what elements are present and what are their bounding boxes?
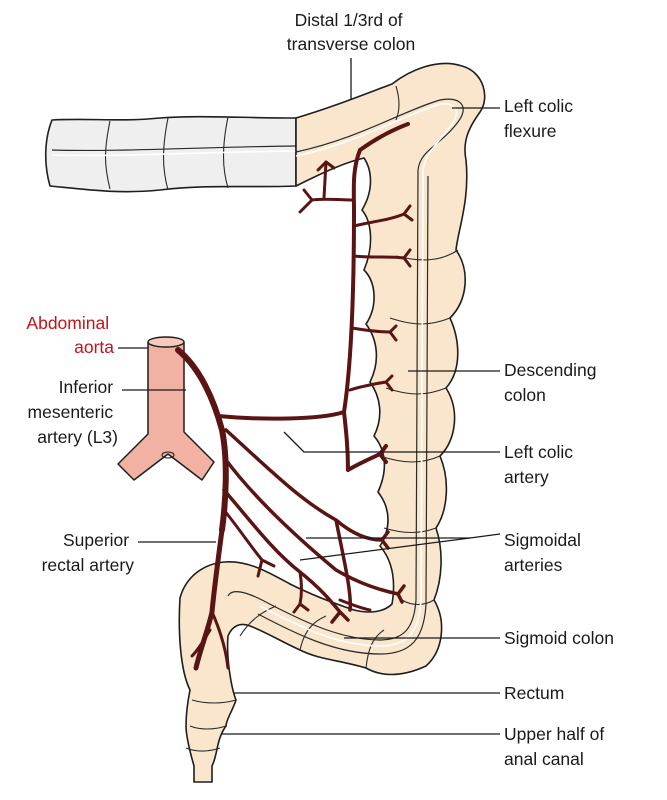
label-superior-rectal-artery: Superior rectal artery — [42, 530, 135, 575]
sigmoidal-artery-3 — [222, 488, 350, 624]
colon-lumen-line — [227, 98, 464, 641]
label-line: Inferior — [59, 377, 114, 397]
label-line: Abdominal — [26, 313, 109, 333]
label-line: Descending — [504, 360, 596, 380]
transverse-lumen-line — [51, 145, 297, 152]
inferior-mesenteric-artery-tree — [175, 122, 414, 671]
label-line: Left colic — [504, 96, 573, 116]
label-line: Sigmoidal — [504, 530, 581, 550]
sigmoidal-artery-2 — [224, 458, 406, 604]
label-descending-colon: Descending colon — [504, 360, 601, 405]
label-line: anal canal — [504, 749, 584, 769]
label-abdominal-aorta: Abdominal aorta — [26, 313, 114, 357]
label-rectum: Rectum — [504, 683, 564, 703]
label-left-colic-flexure: Left colic flexure — [504, 96, 578, 141]
label-line: rectal artery — [42, 555, 135, 575]
label-line: arteries — [504, 555, 563, 575]
label-upper-half-anal-canal: Upper half of anal canal — [504, 724, 609, 769]
label-line: Rectum — [504, 683, 564, 703]
label-sigmoidal-arteries: Sigmoidal arteries — [504, 530, 586, 575]
label-line: colon — [504, 385, 546, 405]
abdominal-aorta — [117, 341, 215, 481]
label-line: flexure — [504, 121, 557, 141]
label-line: Superior — [63, 530, 129, 550]
leader-lines — [118, 58, 501, 735]
transverse-haustra — [105, 116, 229, 191]
label-sigmoid-colon: Sigmoid colon — [504, 628, 614, 648]
label-line: Sigmoid colon — [504, 628, 614, 648]
label-line: transverse colon — [287, 34, 415, 54]
label-line: Upper half of — [504, 724, 604, 744]
left-colic-artery — [216, 148, 362, 421]
label-line: artery — [504, 467, 549, 487]
label-line: mesenteric — [28, 402, 114, 422]
label-inferior-mesenteric-artery: Inferior mesenteric artery (L3) — [28, 377, 118, 447]
label-line: aorta — [74, 337, 114, 357]
aorta-top-opening — [147, 336, 185, 348]
label-left-colic-artery: Left colic artery — [504, 442, 578, 487]
inferior-mesenteric-artery — [175, 347, 229, 533]
sigmoidal-artery-1 — [224, 428, 390, 612]
label-distal-transverse-colon: Distal 1/3rd of transverse colon — [287, 10, 415, 54]
label-line: artery (L3) — [37, 427, 118, 447]
label-line: Left colic — [504, 442, 573, 462]
label-line: Distal 1/3rd of — [295, 10, 403, 30]
